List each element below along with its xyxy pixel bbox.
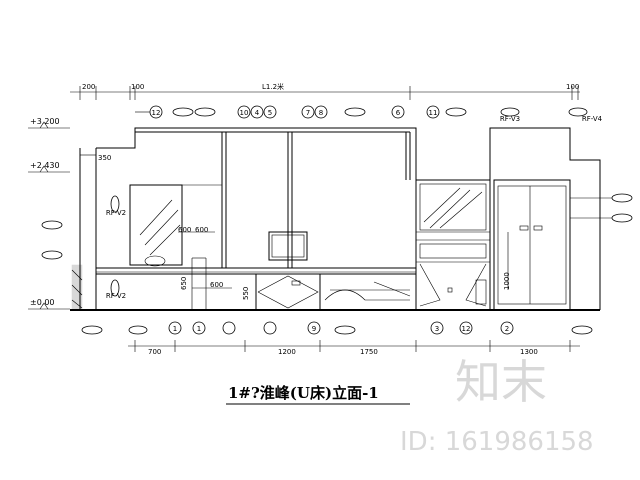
bottom-dimension-chain: 700 1200 1750 1300	[128, 340, 580, 356]
room-outline: 350	[70, 127, 601, 311]
inner-dim-1000: 1000	[503, 272, 511, 290]
top-dim-100-left: 100	[131, 83, 144, 91]
drawing-title: 1#?淮峰(U床)立面-1	[228, 384, 379, 402]
callout-12: 12	[152, 109, 161, 117]
tag-rf-v2-lower: RF-V2	[106, 292, 126, 300]
callout-b-12: 12	[462, 325, 471, 333]
side-tags: RF-V2 RF-V2	[41, 193, 633, 300]
top-callouts: 12 10 4 5 7 8 6 11 RF-V3 RF-V4	[135, 105, 603, 123]
material-tag	[172, 107, 194, 117]
tag-rf-v4-top: RF-V4	[582, 115, 603, 123]
callout-8: 8	[319, 109, 323, 117]
material-tag	[344, 107, 366, 117]
material-tag	[194, 107, 216, 117]
watermark: 知末 ID: 161986158	[400, 355, 594, 457]
callout-6: 6	[396, 109, 401, 117]
glass-partition	[129, 184, 183, 266]
callout-bubble	[263, 105, 277, 119]
material-tag	[445, 107, 467, 117]
tag-rf-v2-upper: RF-V2	[106, 209, 126, 217]
callout-bubble	[301, 105, 315, 119]
wall-section	[71, 264, 83, 311]
inner-dim-550: 550	[242, 287, 250, 300]
top-dim-overall: L1.2米	[262, 82, 284, 91]
level-3200: +3.200	[30, 117, 60, 126]
callout-bubble	[149, 105, 163, 119]
wall-panels	[135, 132, 411, 268]
callout-10: 10	[240, 109, 249, 117]
callout-b-1a: 1	[173, 325, 177, 333]
top-dim-200: 200	[82, 83, 95, 91]
bottom-dim-700: 700	[148, 348, 161, 356]
bottom-dim-1750: 1750	[360, 348, 378, 356]
callout-bubble	[391, 105, 405, 119]
wardrobe-right: 1000	[493, 179, 571, 311]
callout-4: 4	[255, 109, 260, 117]
callout-bubble	[426, 105, 440, 119]
level-markers: +3.200 +2.430 ±0.00	[28, 117, 70, 310]
wardrobe-left	[415, 179, 491, 311]
callout-bubble	[237, 105, 251, 119]
inner-dim-650: 650	[180, 277, 188, 290]
callout-bubble	[250, 105, 264, 119]
drawing-title-block: 1#?淮峰(U床)立面-1	[226, 384, 410, 405]
countertop	[95, 267, 417, 275]
inner-dim-600-a: 600	[178, 226, 191, 234]
bottom-dim-1200: 1200	[278, 348, 296, 356]
inner-dim-600-b: 600	[195, 226, 208, 234]
tv-screen	[268, 231, 308, 261]
inner-dim-600-c: 600	[210, 281, 223, 289]
callout-11: 11	[429, 109, 438, 117]
watermark-logo: 知末	[455, 355, 547, 409]
callout-b-2: 2	[505, 325, 509, 333]
watermark-id: ID: 161986158	[400, 427, 594, 457]
callout-b-9: 9	[312, 325, 316, 333]
top-dimension-chain: 200 100 L1.2米 100	[70, 82, 580, 100]
low-cabinets	[255, 273, 417, 311]
bottom-callouts: 1 1 9 3 12 2	[81, 321, 593, 335]
tag-rf-v3-top: RF-V3	[500, 115, 520, 123]
level-2430: +2.430	[30, 161, 60, 170]
fruit-bowl	[144, 255, 166, 267]
callout-b-3: 3	[435, 325, 439, 333]
callout-7: 7	[306, 109, 310, 117]
level-000: ±0.00	[30, 298, 55, 307]
material-tag	[568, 107, 588, 117]
callout-5: 5	[268, 109, 272, 117]
top-dim-100-right: 100	[566, 83, 579, 91]
callout-b-1b: 1	[197, 325, 201, 333]
callout-bubble	[314, 105, 328, 119]
side-dim-350: 350	[98, 154, 111, 162]
material-tag	[500, 107, 520, 117]
bottom-dim-1300: 1300	[520, 348, 538, 356]
